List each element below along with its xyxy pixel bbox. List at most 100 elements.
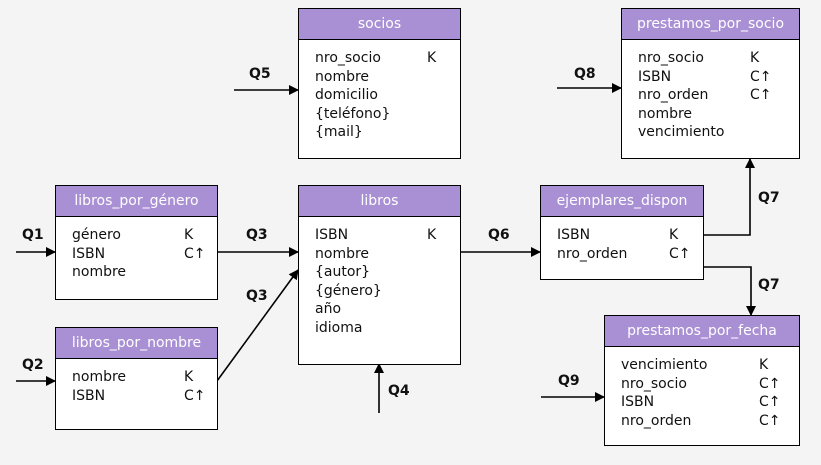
query-label-q9: Q9 xyxy=(558,373,580,389)
field-row: {autor} xyxy=(299,263,460,282)
field-row: nro_socio K xyxy=(622,49,799,68)
field-name: ISBN xyxy=(72,245,106,262)
field-name: nro_socio xyxy=(315,50,381,66)
field-name: {autor} xyxy=(315,264,371,281)
field-key: K xyxy=(184,227,194,243)
field-name: domicilio xyxy=(315,87,378,104)
field-name: nombre xyxy=(638,105,693,122)
field-key: K xyxy=(750,50,760,66)
field-name: {mail} xyxy=(315,124,363,141)
table-libros-por-nombre: libros_por_nombre nombre K ISBN C↑ xyxy=(55,327,218,430)
field-key: K xyxy=(184,369,194,385)
query-label-q2: Q2 xyxy=(22,357,44,373)
field-name: nombre xyxy=(72,264,127,281)
query-label-q7-fecha: Q7 xyxy=(758,277,780,293)
query-label-q3-nombre: Q3 xyxy=(246,288,268,304)
query-label-q8: Q8 xyxy=(574,66,596,82)
field-name: nombre xyxy=(315,245,370,262)
field-key: C↑ xyxy=(750,68,772,85)
table-fields: nombre K ISBN C↑ xyxy=(56,359,217,405)
field-key: K xyxy=(669,227,679,243)
q3-arrow-nombre xyxy=(216,269,299,382)
field-row: vencimiento K xyxy=(605,356,799,375)
query-label-q1: Q1 xyxy=(22,227,44,243)
q7-arrow-fecha xyxy=(703,266,756,316)
field-key: C↑ xyxy=(750,87,772,104)
field-row: año xyxy=(299,300,460,319)
q7-arrow-socio xyxy=(703,158,755,236)
field-name: nro_socio xyxy=(638,50,704,66)
table-title: socios xyxy=(299,9,460,40)
field-row: nombre K xyxy=(56,368,217,387)
table-fields: género K ISBN C↑ nombre xyxy=(56,217,217,282)
field-name: ISBN xyxy=(315,227,349,243)
field-row: {mail} xyxy=(299,123,460,142)
field-key: K xyxy=(427,227,437,243)
field-key: C↑ xyxy=(759,412,781,429)
field-row: ISBN C↑ xyxy=(56,245,217,264)
field-row: domicilio xyxy=(299,86,460,105)
field-name: {teléfono} xyxy=(315,105,391,122)
field-row: nombre xyxy=(622,105,799,124)
field-row: nro_orden C↑ xyxy=(541,245,703,264)
field-name: nombre xyxy=(72,369,127,385)
field-row: nro_socio C↑ xyxy=(605,375,799,394)
field-key: C↑ xyxy=(669,245,691,262)
table-fields: nro_socio K ISBN C↑ nro_orden C↑ nombre vencimi… xyxy=(622,40,799,142)
field-name: ISBN xyxy=(557,227,591,243)
field-name: nombre xyxy=(315,68,370,85)
field-name: idioma xyxy=(315,319,363,336)
query-label-q4: Q4 xyxy=(388,383,410,399)
field-row: ISBN C↑ xyxy=(605,393,799,412)
table-libros-por-genero: libros_por_género género K ISBN C↑ nombre xyxy=(55,185,218,300)
field-row: {género} xyxy=(299,282,460,301)
table-title: libros_por_género xyxy=(56,186,217,217)
field-name: nro_orden xyxy=(638,87,709,104)
table-title: prestamos_por_fecha xyxy=(605,316,799,347)
query-label-q3-genero: Q3 xyxy=(246,227,268,243)
field-key: K xyxy=(427,50,437,66)
field-key: C↑ xyxy=(184,387,206,404)
field-key: C↑ xyxy=(759,394,781,411)
field-row: nombre xyxy=(299,245,460,264)
field-row: nro_orden C↑ xyxy=(605,412,799,431)
field-name: año xyxy=(315,301,342,318)
field-row: ISBN K xyxy=(541,226,703,245)
field-row: género K xyxy=(56,226,217,245)
field-name: género xyxy=(72,227,121,243)
field-key: C↑ xyxy=(184,245,206,262)
field-name: ISBN xyxy=(72,387,106,404)
table-title: libros xyxy=(299,186,460,217)
field-row: nro_socio K xyxy=(299,49,460,68)
table-title: libros_por_nombre xyxy=(56,328,217,359)
field-row: vencimiento xyxy=(622,123,799,142)
field-name: nro_orden xyxy=(557,245,628,262)
field-row: ISBN C↑ xyxy=(622,68,799,87)
field-name: nro_socio xyxy=(621,375,687,392)
field-key: K xyxy=(759,357,769,373)
table-title: prestamos_por_socio xyxy=(622,9,799,40)
field-key: C↑ xyxy=(759,375,781,392)
field-name: nro_orden xyxy=(621,412,692,429)
field-row: idioma xyxy=(299,319,460,338)
field-name: ISBN xyxy=(621,394,655,411)
query-label-q5: Q5 xyxy=(249,66,271,82)
field-row: ISBN C↑ xyxy=(56,387,217,406)
field-row: nro_orden C↑ xyxy=(622,86,799,105)
query-label-q7-socio: Q7 xyxy=(758,190,780,206)
field-row: nombre xyxy=(299,68,460,87)
field-name: vencimiento xyxy=(621,357,708,373)
field-row: nombre xyxy=(56,263,217,282)
field-name: ISBN xyxy=(638,68,672,85)
field-name: vencimiento xyxy=(638,124,725,141)
